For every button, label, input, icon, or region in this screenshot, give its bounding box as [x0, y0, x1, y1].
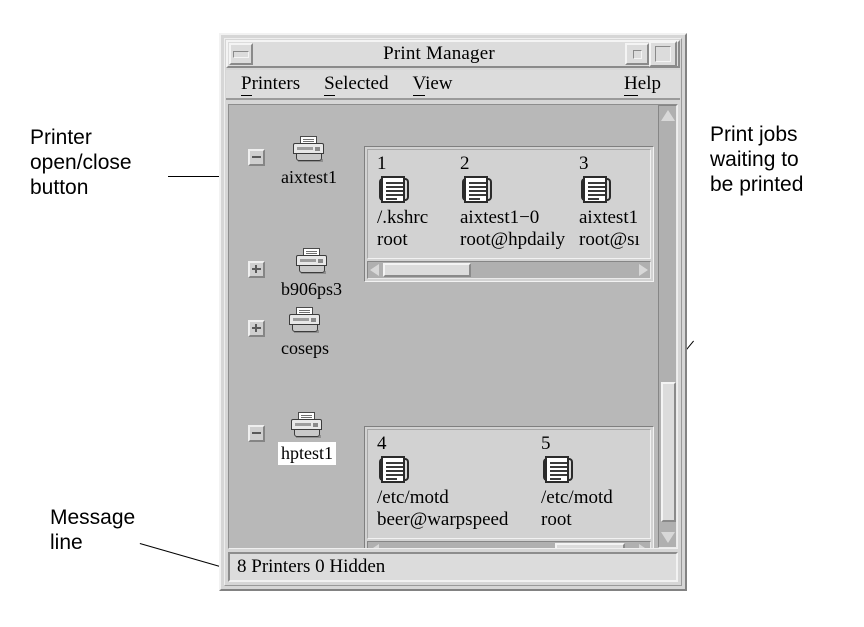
printer-label-aixtest1: aixtest1: [281, 167, 337, 187]
job-number: 5: [541, 433, 551, 454]
menu-help-rest: elp: [637, 73, 661, 94]
printer-expander-aixtest1[interactable]: [248, 149, 265, 166]
annotation-printer-open-close: Printer open/close button: [30, 126, 132, 199]
hscroll-thumb[interactable]: [383, 263, 471, 277]
menu-bar: Printers Selected View Help: [226, 70, 680, 100]
printer-label-coseps: coseps: [281, 338, 329, 358]
job-panel-content-hptest1: 4 /etc/motd beer@warpspeed: [367, 429, 651, 539]
printer-icon-column-aixtest1: aixtest1: [278, 136, 340, 189]
window-title: Print Manager: [383, 43, 495, 64]
printer-label-b906ps3: b906ps3: [281, 279, 343, 299]
leader-line-message-line: [139, 543, 229, 570]
menu-view[interactable]: View: [404, 73, 462, 96]
job-item[interactable]: 5 /etc/motd root: [541, 434, 613, 531]
menu-help-mnemonic: H: [624, 73, 638, 96]
print-manager-window: Print Manager Printers Selected View Hel…: [219, 33, 687, 591]
menu-printers[interactable]: Printers: [232, 73, 309, 96]
work-area-vscrollbar[interactable]: [658, 105, 677, 548]
scroll-left-arrow-icon[interactable]: [368, 543, 383, 548]
menu-printers-rest: rinters: [251, 73, 301, 94]
job-number: 3: [579, 153, 589, 174]
hscroll-track[interactable]: [383, 263, 635, 277]
job-name: /etc/motd: [377, 487, 449, 508]
job-owner: root@hpdaily: [460, 229, 566, 250]
printer-canvas: aixtest1 b906ps3: [229, 105, 658, 548]
maximize-icon: [655, 46, 671, 62]
maximize-button[interactable]: [649, 41, 677, 67]
minimize-button[interactable]: [625, 43, 649, 65]
printer-icon: [290, 412, 324, 439]
menu-selected[interactable]: Selected: [315, 73, 397, 96]
printer-row-aixtest1[interactable]: aixtest1: [248, 136, 340, 189]
document-icon: [379, 456, 409, 484]
hscroll-thumb[interactable]: [555, 543, 625, 548]
menu-view-mnemonic: V: [412, 73, 426, 96]
window-menu-button[interactable]: [229, 43, 253, 65]
job-name: aixtest1: [579, 207, 639, 228]
message-line: 8 Printers 0 Hidden: [228, 552, 678, 582]
job-number: 1: [377, 153, 387, 174]
job-panel-hptest1: 4 /etc/motd beer@warpspeed: [364, 426, 654, 548]
printer-icon-column-hptest1: hptest1: [278, 412, 336, 465]
job-item[interactable]: 1 /.kshrc root: [377, 154, 428, 251]
printer-icon: [288, 307, 322, 334]
job-item[interactable]: 3 aixtest1 root@sı: [579, 154, 640, 251]
job-panel-hscrollbar-aixtest1[interactable]: [367, 261, 651, 279]
job-panel-content-aixtest1: 1 /.kshrc root 2: [367, 149, 651, 259]
annotation-print-jobs-waiting: Print jobs waiting to be printed: [710, 123, 804, 196]
job-name: aixtest1−0: [460, 207, 540, 228]
document-icon: [581, 176, 611, 204]
printer-row-coseps[interactable]: coseps: [248, 307, 332, 360]
job-item[interactable]: 2 aixtest1−0 root@hpdaily: [460, 154, 565, 251]
menu-view-rest: iew: [425, 73, 453, 94]
job-number: 4: [377, 433, 387, 454]
scroll-down-arrow-icon[interactable]: [661, 530, 676, 545]
printer-expander-b906ps3[interactable]: [248, 261, 265, 278]
printer-expander-coseps[interactable]: [248, 320, 265, 337]
scroll-left-arrow-icon[interactable]: [368, 263, 383, 277]
document-icon: [379, 176, 409, 204]
menu-help[interactable]: Help: [615, 73, 670, 96]
job-owner: beer@warpspeed: [377, 509, 509, 530]
menu-selected-rest: elected: [334, 73, 389, 94]
printer-expander-hptest1[interactable]: [248, 425, 265, 442]
scroll-right-arrow-icon[interactable]: [635, 543, 650, 548]
status-text: 8 Printers 0 Hidden: [237, 556, 386, 577]
window-menu-icon: [233, 50, 249, 58]
document-icon: [462, 176, 492, 204]
printer-icon: [292, 136, 326, 163]
job-owner: root: [541, 509, 572, 530]
printer-icon-column-coseps: coseps: [278, 307, 332, 360]
window-inner-bevel: [224, 38, 682, 586]
job-number: 2: [460, 153, 470, 174]
printer-icon: [295, 248, 329, 275]
scroll-up-arrow-icon[interactable]: [661, 108, 676, 123]
job-name: /.kshrc: [377, 207, 429, 228]
printer-icon-column-b906ps3: b906ps3: [278, 248, 345, 301]
menu-printers-mnemonic: P: [241, 73, 252, 96]
minimize-icon: [632, 49, 642, 59]
printer-row-b906ps3[interactable]: b906ps3: [248, 248, 345, 301]
printer-row-hptest1[interactable]: hptest1: [248, 412, 336, 465]
vscroll-thumb[interactable]: [661, 382, 676, 522]
scroll-right-arrow-icon[interactable]: [635, 263, 650, 277]
printer-label-hptest1: hptest1: [278, 442, 336, 465]
title-bar: Print Manager: [226, 40, 680, 68]
annotation-message-line: Message line: [50, 506, 136, 554]
menu-selected-mnemonic: S: [324, 73, 335, 96]
hscroll-track[interactable]: [383, 543, 635, 548]
job-owner: root: [377, 229, 408, 250]
document-icon: [543, 456, 573, 484]
work-area: aixtest1 b906ps3: [228, 104, 678, 549]
job-panel-aixtest1: 1 /.kshrc root 2: [364, 146, 654, 282]
job-owner: root@sı: [579, 229, 640, 250]
job-name: /etc/motd: [541, 487, 613, 508]
leader-line-printer-open-close: [168, 176, 240, 177]
job-panel-hscrollbar-hptest1[interactable]: [367, 541, 651, 548]
job-item[interactable]: 4 /etc/motd beer@warpspeed: [377, 434, 508, 531]
